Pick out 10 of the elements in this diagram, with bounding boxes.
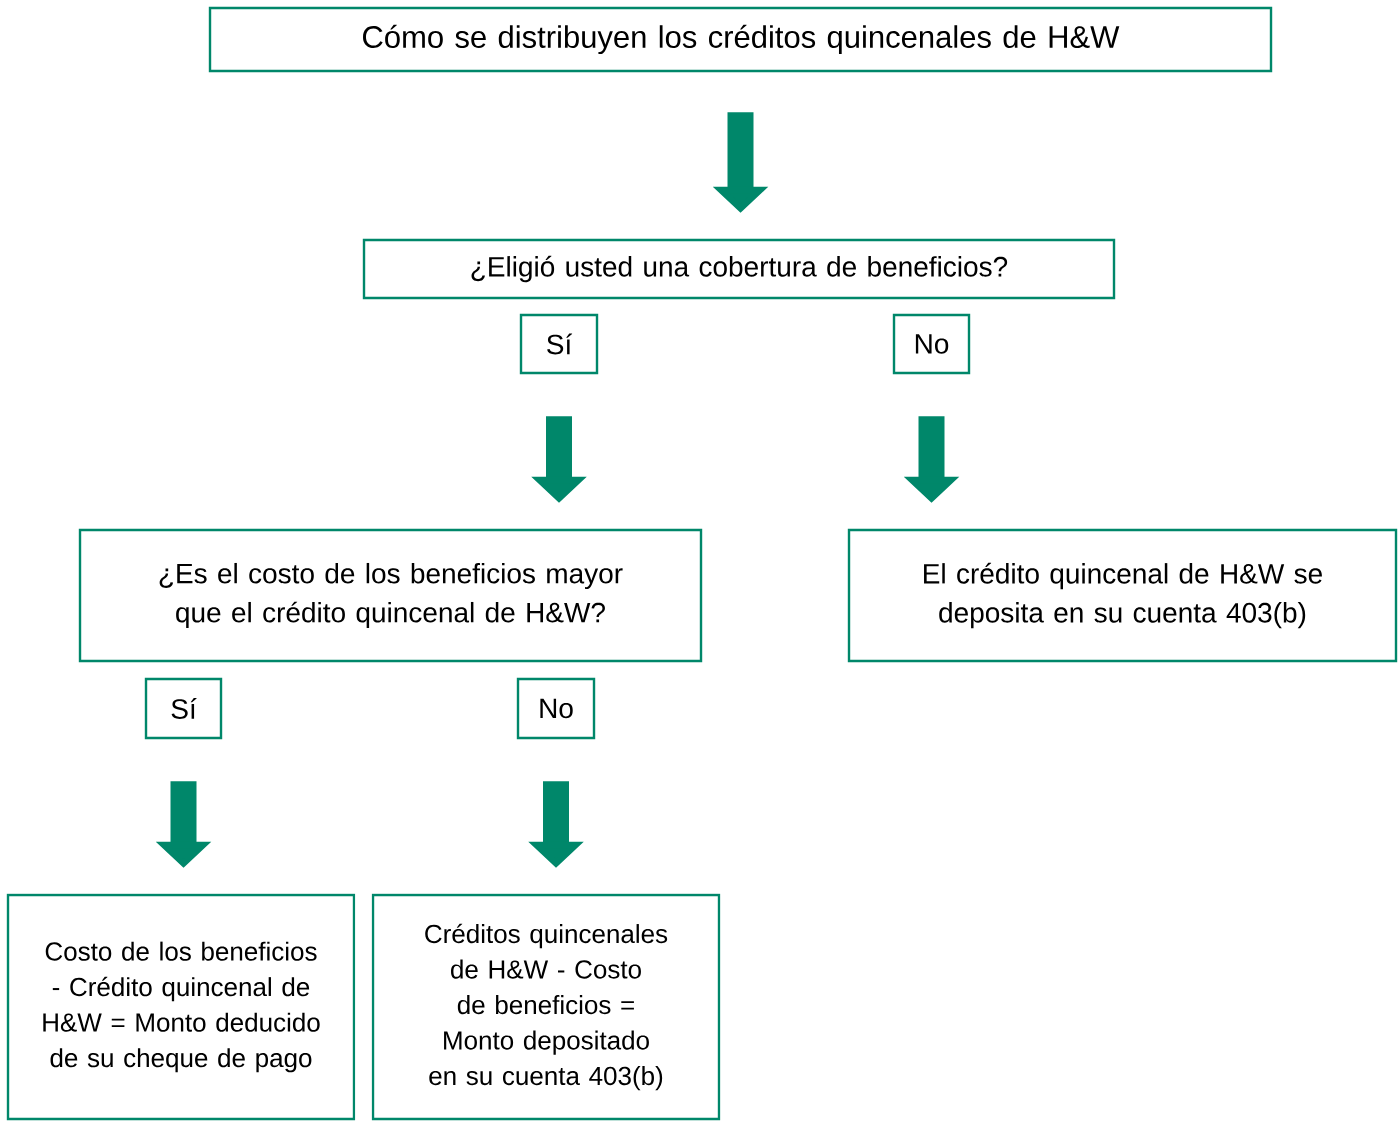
answer-box: No: [892, 313, 971, 375]
answer-box: No: [516, 677, 596, 740]
answer-box: Sí: [519, 313, 599, 375]
result-box: Créditos quincenales de H&W - Costo de beneficios = Monto depositado en su cuenta 403(b): [371, 893, 721, 1121]
question-box: ¿Es el costo de los beneficios mayor que el crédito quincenal de H&W?: [78, 528, 703, 663]
question-box: ¿Eligió usted una cobertura de beneficios?: [362, 238, 1116, 300]
result-box: Costo de los beneficios - Crédito quincenal de H&W = Monto deducido de su cheque de pago: [6, 893, 356, 1121]
title-box: Cómo se distribuyen los créditos quincenales de H&W: [208, 6, 1273, 73]
answer-box: Sí: [144, 677, 223, 740]
result-box: El crédito quincenal de H&W se deposita en su cuenta 403(b): [847, 528, 1398, 663]
